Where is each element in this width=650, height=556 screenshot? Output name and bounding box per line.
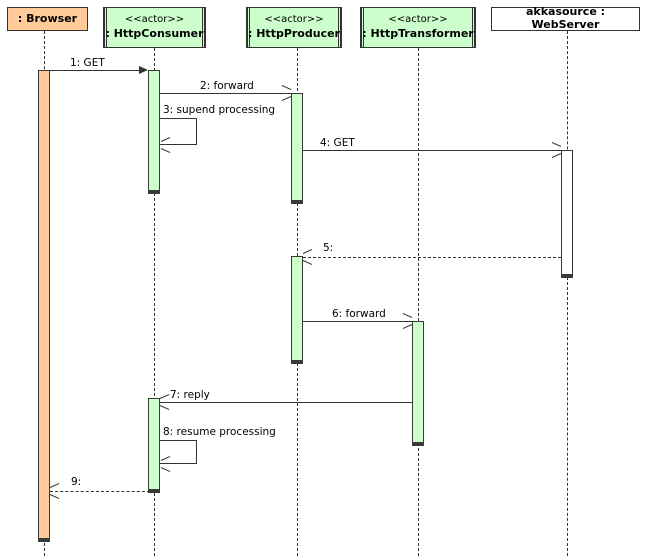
message-arrowhead-3 <box>161 140 171 150</box>
message-label-9: 9: <box>71 476 82 488</box>
participant-httpproducer-label: : HttpProducer <box>248 27 340 41</box>
message-line-1[interactable] <box>50 70 142 71</box>
message-line-5[interactable] <box>303 257 561 258</box>
message-selfloop-8[interactable] <box>160 440 197 464</box>
participant-httpproducer-stereotype: <<actor>> <box>264 13 324 25</box>
participant-httpproducer[interactable]: <<actor>> : HttpProducer <box>246 7 342 48</box>
activation-bar-httpproducer-1[interactable] <box>291 93 303 204</box>
message-arrowhead-6 <box>402 316 412 326</box>
message-arrowhead-2 <box>281 88 291 98</box>
message-arrowhead-5 <box>303 252 313 262</box>
participant-httptransformer[interactable]: <<actor>> : HttpTransformer <box>360 7 476 48</box>
participant-httpconsumer-label: : HttpConsumer <box>105 27 204 41</box>
participant-httptransformer-label: : HttpTransformer <box>362 27 474 41</box>
lifeline-httptransformer <box>418 48 419 556</box>
message-line-4[interactable] <box>303 150 561 151</box>
message-label-6: 6: forward <box>332 308 386 320</box>
participant-httptransformer-stereotype: <<actor>> <box>388 13 448 25</box>
message-arrowhead-8 <box>161 459 171 469</box>
participant-httpconsumer-stereotype: <<actor>> <box>124 13 185 25</box>
message-label-5: 5: <box>323 242 334 254</box>
message-arrowhead-1 <box>139 66 148 74</box>
participant-httpconsumer[interactable]: <<actor>> : HttpConsumer <box>103 7 206 48</box>
message-label-1: 1: GET <box>70 57 105 69</box>
activation-bar-browser[interactable] <box>38 70 50 542</box>
message-arrowhead-7 <box>160 397 170 407</box>
activation-bar-httpconsumer-1[interactable] <box>148 70 160 194</box>
participant-webserver[interactable]: akkasource : WebServer <box>491 5 640 31</box>
message-line-2[interactable] <box>160 93 291 94</box>
message-line-7[interactable] <box>160 402 412 403</box>
message-label-3: 3: supend processing <box>163 104 276 116</box>
lifeline-httpconsumer <box>154 48 155 556</box>
message-label-8: 8: resume processing <box>163 426 276 438</box>
participant-webserver-label: akkasource : WebServer <box>525 5 606 31</box>
lifeline-webserver <box>567 31 568 556</box>
message-label-7: 7: reply <box>170 389 210 401</box>
message-label-2: 2: forward <box>200 80 254 92</box>
participant-browser-label: : Browser <box>17 11 78 25</box>
message-line-6[interactable] <box>303 321 412 322</box>
activation-bar-webserver-1[interactable] <box>561 150 573 278</box>
activation-bar-httptransformer-1[interactable] <box>412 321 424 446</box>
message-selfloop-3[interactable] <box>160 118 197 145</box>
message-arrowhead-4 <box>551 145 561 155</box>
message-arrowhead-9 <box>50 486 60 496</box>
message-label-4: 4: GET <box>320 137 355 149</box>
message-line-9[interactable] <box>50 491 150 492</box>
activation-bar-httpconsumer-2[interactable] <box>148 398 160 493</box>
activation-bar-httpproducer-2[interactable] <box>291 256 303 364</box>
participant-browser[interactable]: : Browser <box>7 7 88 31</box>
